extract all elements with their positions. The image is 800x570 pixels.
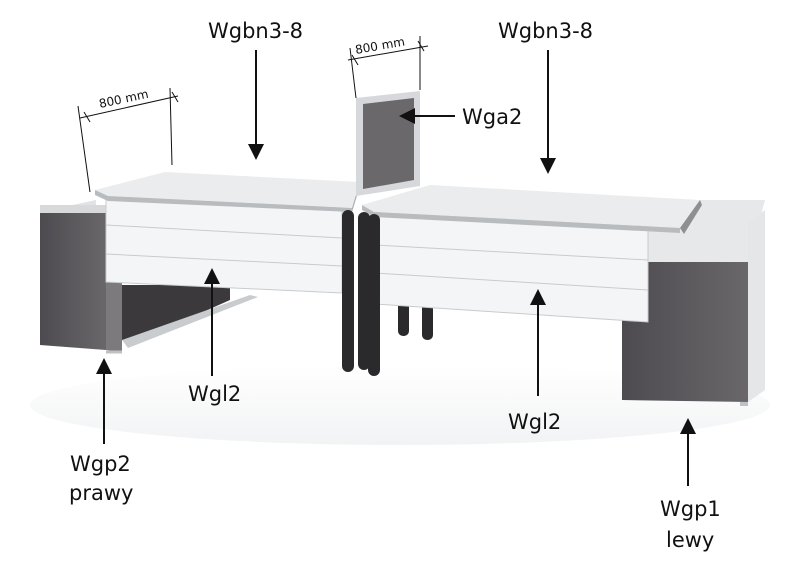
leg-right-back-1 <box>398 300 409 336</box>
dimension-left <box>77 87 179 193</box>
label-top-right: Wgbn3-8 <box>498 19 593 43</box>
dimension-screen <box>347 36 429 99</box>
desktop-right <box>362 185 702 234</box>
label-front-right: Wgl2 <box>508 410 561 434</box>
arrows <box>96 50 696 486</box>
left-rail <box>122 295 258 348</box>
label-front-left: Wgl2 <box>188 382 241 406</box>
label-pedestal-right-side: lewy <box>666 528 714 552</box>
dimension-screen-label: 800 mm <box>354 34 406 56</box>
modesty-panel-right <box>374 211 649 323</box>
label-pedestal-right-code: Wgp1 <box>660 497 721 521</box>
label-pedestal-left-code: Wgp2 <box>70 452 131 476</box>
left-cavity <box>122 285 230 340</box>
pedestal-right <box>620 200 765 406</box>
modesty-panel-left <box>105 196 343 294</box>
leg-mid-front <box>358 212 370 370</box>
screen-panel <box>356 91 420 196</box>
label-screen: Wga2 <box>462 105 522 129</box>
label-pedestal-left-side: prawy <box>69 481 133 505</box>
label-top-left: Wgbn3-8 <box>208 19 303 43</box>
dimension-left-label: 800 mm <box>98 87 150 111</box>
leg-right-back-2 <box>422 300 433 340</box>
leg-left-front <box>342 210 354 372</box>
leg-right-front <box>368 214 380 376</box>
floor-shadow <box>30 365 770 445</box>
